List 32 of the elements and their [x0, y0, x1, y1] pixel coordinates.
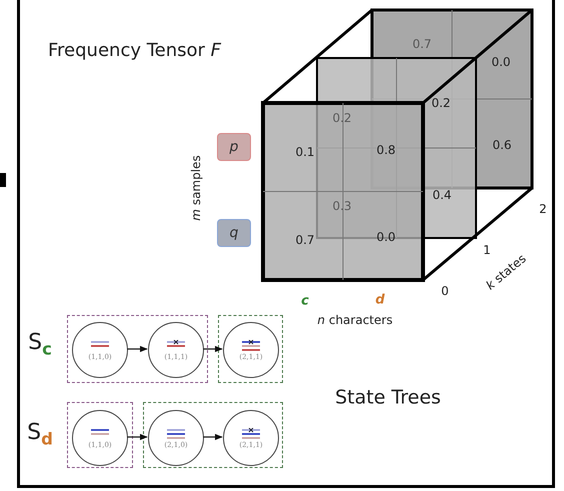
diagram-title: Frequency Tensor F [48, 40, 222, 61]
axis-label: m samples [190, 155, 202, 221]
axis-tick-label: 2 [539, 203, 547, 215]
arrow [203, 434, 223, 440]
cell-value: 0.2 [431, 97, 451, 109]
axis-tick-label: 0 [441, 285, 449, 297]
cell-value: 0.0 [491, 56, 511, 68]
axis-label: n characters [317, 314, 393, 326]
axis-tick-label: 1 [483, 244, 491, 256]
arrow [203, 346, 223, 352]
cell-value: 0.7 [412, 38, 432, 50]
state-group [67, 402, 133, 468]
tree-label: S$_{d}$ [27, 422, 53, 448]
state-group [218, 315, 283, 383]
character-label: c [301, 294, 309, 308]
state-group [67, 315, 208, 383]
cell-value: 0.8 [376, 144, 396, 156]
sample-label: p [217, 133, 251, 161]
cell-value: 0.6 [492, 139, 512, 151]
arrow [127, 346, 148, 352]
cell-value: 0.4 [432, 189, 452, 201]
state-group [143, 402, 283, 468]
cell-value: 0.2 [332, 112, 352, 124]
section-label: State Trees [335, 388, 441, 408]
character-label: d [375, 294, 385, 306]
cell-value: 0.7 [295, 234, 315, 246]
cell-value: 0.3 [332, 200, 352, 212]
cell-value: 0.1 [295, 146, 315, 158]
tree-label: S$_{c}$ [28, 332, 52, 358]
arrow [127, 434, 148, 440]
cell-value: 0.0 [376, 231, 396, 243]
sample-label: q [217, 219, 251, 247]
